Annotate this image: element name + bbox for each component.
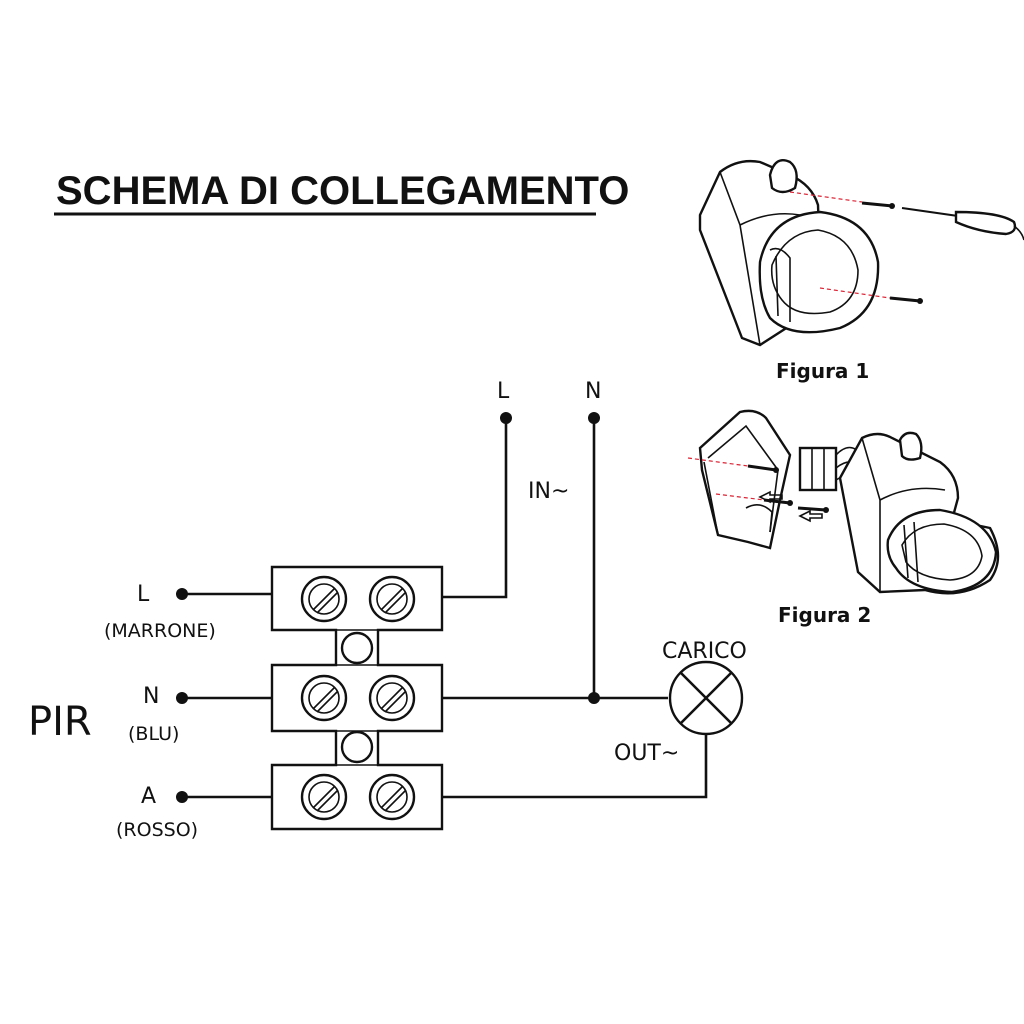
screwdriver-icon: [901, 207, 1024, 241]
terminal-a-color: (ROSSO): [116, 819, 198, 841]
wire-a-load: [442, 734, 708, 799]
terminal-n-color: (BLU): [128, 723, 179, 745]
arrow-left-icon: [798, 509, 823, 523]
screw-icon: [368, 773, 416, 821]
screw-icon: [747, 464, 779, 473]
screw-icon: [300, 674, 348, 722]
screw-icon: [368, 674, 416, 722]
supply-n-label: N: [585, 379, 601, 404]
terminal-block: [270, 565, 444, 831]
terminal-a-label: A: [141, 784, 156, 809]
lamp-icon: [668, 660, 744, 736]
diagram-title: SCHEMA DI COLLEGAMENTO: [56, 169, 629, 213]
screw-icon: [300, 773, 348, 821]
pir-label: PIR: [28, 699, 92, 745]
terminal-l-label: L: [137, 582, 150, 607]
figure-2-illustration: [687, 409, 1000, 595]
figure-2-caption: Figura 2: [778, 603, 871, 627]
screw-icon: [889, 296, 923, 304]
supply-l-label: L: [497, 379, 510, 404]
screw-icon: [368, 575, 416, 623]
screw-icon: [797, 506, 829, 513]
out-label: OUT~: [614, 741, 679, 766]
screw-icon: [861, 201, 895, 209]
screw-icon: [300, 575, 348, 623]
figure-1-illustration: [698, 158, 1024, 347]
connector-icon: [798, 446, 867, 492]
load-label: CARICO: [662, 639, 747, 664]
figure-1-caption: Figura 1: [776, 359, 869, 383]
arrow-left-icon: [758, 490, 783, 504]
wire-l-supply: [442, 418, 508, 599]
terminal-n-label: N: [143, 684, 159, 709]
supply-in-label: IN~: [528, 479, 569, 504]
terminal-l-color: (MARRONE): [104, 620, 216, 642]
